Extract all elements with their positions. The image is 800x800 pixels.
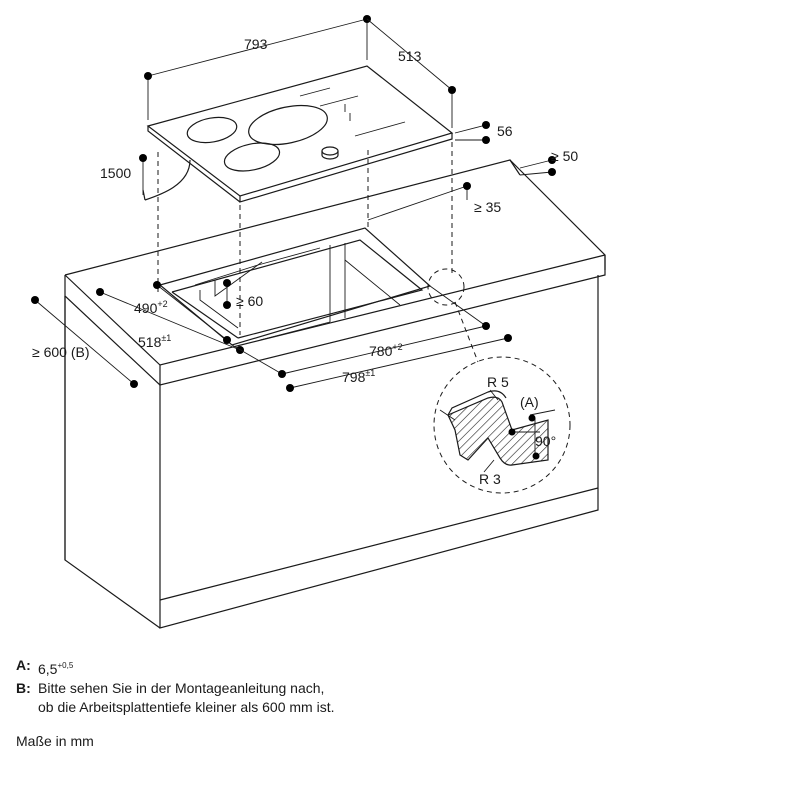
detail-radius-top: R 5 [487, 374, 509, 390]
dim-worktop-depth: ≥ 600 (B) [32, 344, 89, 360]
dim-cutout-width-outer: 798±1 [342, 368, 375, 385]
dim-cutout-depth-outer: 518±1 [138, 333, 171, 350]
cooking-zone-large [248, 104, 328, 146]
power-cable [144, 159, 191, 201]
cooking-zone-front [223, 142, 281, 172]
detail-callout [427, 268, 571, 494]
cooking-zone-left [186, 116, 238, 144]
projection-lines [157, 142, 453, 335]
note-a: A: 6,5+0,5 [16, 657, 74, 677]
worktop-section [447, 396, 549, 466]
detail-angle: 90° [535, 433, 556, 449]
countertop [64, 159, 606, 386]
dim-cutout-depth-inner: 490+2 [134, 299, 168, 316]
detail-marker-a: (A) [520, 394, 539, 410]
note-b: B: Bitte sehen Sie in der Montageanleitu… [16, 680, 335, 715]
units-note: Maße in mm [16, 733, 94, 749]
control-knob-icon [321, 146, 339, 156]
cabinet [64, 275, 599, 629]
cutout [158, 227, 432, 346]
dim-hob-depth: 513 [398, 48, 422, 64]
legend-notes: A: 6,5+0,5 B: Bitte sehen Sie in der Mon… [16, 656, 335, 717]
detail-radius-bottom: R 3 [479, 471, 501, 487]
dim-cable-length: 1500 [100, 165, 131, 181]
dim-hob-width: 793 [244, 36, 268, 52]
dim-hob-height: 56 [497, 123, 513, 139]
hob [146, 65, 454, 203]
dim-cutout-width-inner: 780+2 [369, 342, 403, 359]
dim-back-distance: ≥ 35 [474, 199, 501, 215]
dim-side-clearance: ≥ 60 [236, 293, 263, 309]
dim-wall-distance: ≥ 50 [551, 148, 578, 164]
dimension-lines [31, 15, 556, 392]
